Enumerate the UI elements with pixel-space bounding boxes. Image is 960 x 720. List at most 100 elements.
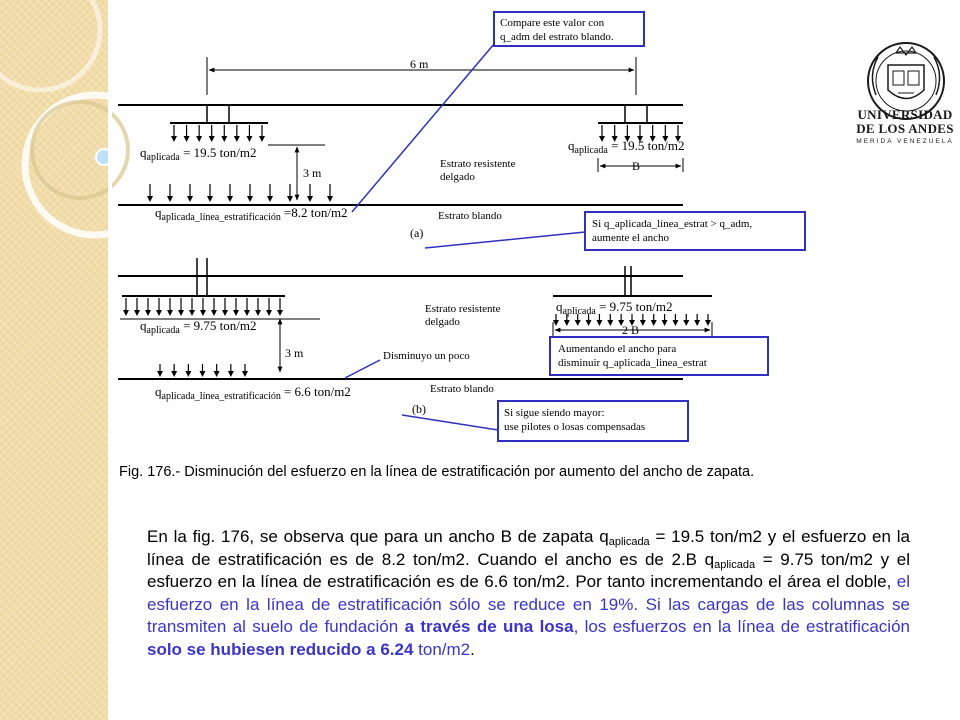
footing-diagram: 6 m qaplicada = 19.5 ton/m2 qaplicada = … <box>118 11 806 442</box>
load-arrowhead <box>683 320 690 326</box>
panel-a: 6 m qaplicada = 19.5 ton/m2 qaplicada = … <box>118 57 685 240</box>
load-arrowhead <box>599 136 605 142</box>
depth-label-b: 3 m <box>285 346 304 360</box>
load-arrowhead <box>196 136 203 142</box>
load-arrowhead <box>675 136 681 142</box>
load-arrowhead <box>171 136 177 142</box>
figure-caption: Fig. 176.- Disminución del esfuerzo en l… <box>119 464 755 480</box>
load-arrowhead <box>649 136 656 142</box>
load-arrowhead <box>574 320 581 326</box>
load-arrowhead <box>227 371 234 377</box>
university-name: UNIVERSIDAD DE LOS ANDES MERIDA VENEZUEL… <box>850 108 960 147</box>
width-2b-label: 2 B <box>622 323 639 337</box>
load-arrowhead <box>255 310 261 316</box>
load-arrows-b-left <box>123 298 283 316</box>
q-stratification-b: qaplicada_línea_estratificación= 6.6 ton… <box>155 384 351 402</box>
decorative-background-strip <box>0 0 108 720</box>
svg-text:Si q_aplicada_línea_estrat > q: Si q_aplicada_línea_estrat > q_adm,aumen… <box>592 218 752 244</box>
para-highlight-1: el esfuerzo en la línea de estratificaci… <box>147 572 910 636</box>
load-arrowhead <box>247 196 253 202</box>
load-arrowhead <box>134 310 140 316</box>
load-arrowhead <box>185 371 192 377</box>
width-b-label: B <box>632 159 640 173</box>
load-arrowhead <box>227 196 233 202</box>
load-arrowhead <box>222 310 228 316</box>
load-arrowhead <box>199 371 206 377</box>
university-name-line1: UNIVERSIDAD <box>857 107 953 122</box>
para-sub-1: aplicada <box>608 536 650 548</box>
para-sub-2: aplicada <box>714 558 756 571</box>
load-arrowhead <box>233 136 240 142</box>
panel-label-a: (a) <box>410 226 423 240</box>
q-applied-b-left: qaplicada = 9.75 ton/m2 <box>140 318 257 336</box>
load-arrowhead <box>183 136 190 142</box>
load-arrowhead <box>211 310 217 316</box>
load-arrowhead <box>221 136 228 142</box>
para-bold-2: solo se hubiesen reducido a 6.24 <box>147 639 414 659</box>
load-arrowhead <box>607 320 614 326</box>
load-arrows-a-stratification <box>147 184 333 202</box>
load-arrowhead <box>596 320 603 326</box>
para-highlight-3: ton/m2 <box>413 639 471 659</box>
span-label: 6 m <box>410 57 429 71</box>
load-arrowhead <box>167 310 173 316</box>
load-arrows-b-stratification <box>157 364 248 377</box>
load-arrowhead <box>267 196 273 202</box>
highlighted-conclusion: el esfuerzo en la línea de estratificaci… <box>147 572 910 659</box>
load-arrowhead <box>145 310 151 316</box>
load-arrowhead <box>157 371 163 377</box>
body-paragraph: En la fig. 176, se observa que para un a… <box>147 526 910 661</box>
load-arrowhead <box>244 310 250 316</box>
load-arrowhead <box>187 196 193 202</box>
load-arrowhead <box>624 136 631 142</box>
load-arrowhead <box>629 320 635 326</box>
layer-strong-b: Estrato resistente delgado <box>425 303 503 328</box>
load-arrowhead <box>266 310 272 316</box>
panel-b: qaplicada = 9.75 ton/m2 qaplicada = 9.75… <box>118 258 713 416</box>
load-arrowhead <box>171 371 178 377</box>
university-city: MERIDA VENEZUELA <box>856 138 954 145</box>
load-arrowhead <box>246 136 253 142</box>
layer-soft-a: Estrato blando <box>438 210 502 222</box>
para-text-3: = 9.75 ton/m2 y el esfuerzo en la línea … <box>147 549 910 592</box>
load-arrowhead <box>705 320 711 326</box>
load-arrowhead <box>287 196 293 202</box>
load-arrowhead <box>585 320 592 326</box>
q-applied-b-right: qaplicada = 9.75 ton/m2 <box>556 299 673 317</box>
load-arrowhead <box>661 320 668 326</box>
load-arrowhead <box>611 136 618 142</box>
load-arrowhead <box>208 136 215 142</box>
load-arrowhead <box>259 136 265 142</box>
load-arrowhead <box>694 320 701 326</box>
layer-strong-a: Estrato resistente delgado <box>440 158 518 183</box>
university-name-line2: DE LOS ANDES <box>856 121 954 136</box>
load-arrowhead <box>672 320 679 326</box>
load-arrowhead <box>189 310 195 316</box>
load-arrowhead <box>147 196 153 202</box>
q-applied-right: qaplicada = 19.5 ton/m2 <box>568 138 685 156</box>
svg-text:Si sigue siendo mayor:use pilo: Si sigue siendo mayor:use pilotes o losa… <box>504 407 645 433</box>
depth-label-a: 3 m <box>303 166 322 180</box>
para-text-2: = 19.5 ton/m2 y el esfuerzo en la línea … <box>147 527 910 569</box>
para-end: . <box>470 639 475 659</box>
load-arrowhead <box>242 371 248 377</box>
load-arrows-a-right <box>599 125 681 142</box>
load-arrowhead <box>213 371 220 377</box>
load-arrowhead <box>662 136 669 142</box>
layer-soft-b: Estrato blando <box>430 383 494 395</box>
load-arrowhead <box>167 196 173 202</box>
load-arrowhead <box>637 136 643 142</box>
load-arrowhead <box>650 320 657 326</box>
load-arrowhead <box>307 196 313 202</box>
load-arrowhead <box>233 310 239 316</box>
load-arrowhead <box>178 310 184 316</box>
q-stratification-a: qaplicada_línea_estratificación=8.2 ton/… <box>155 205 348 223</box>
para-bold-1: a través de una losa <box>404 617 574 636</box>
university-seal-icon <box>867 42 945 120</box>
callout-piles <box>497 400 689 442</box>
load-arrowhead <box>618 320 625 326</box>
para-text-1: En la fig. 176, se observa que para un a… <box>147 527 609 546</box>
load-arrowhead <box>207 196 213 202</box>
